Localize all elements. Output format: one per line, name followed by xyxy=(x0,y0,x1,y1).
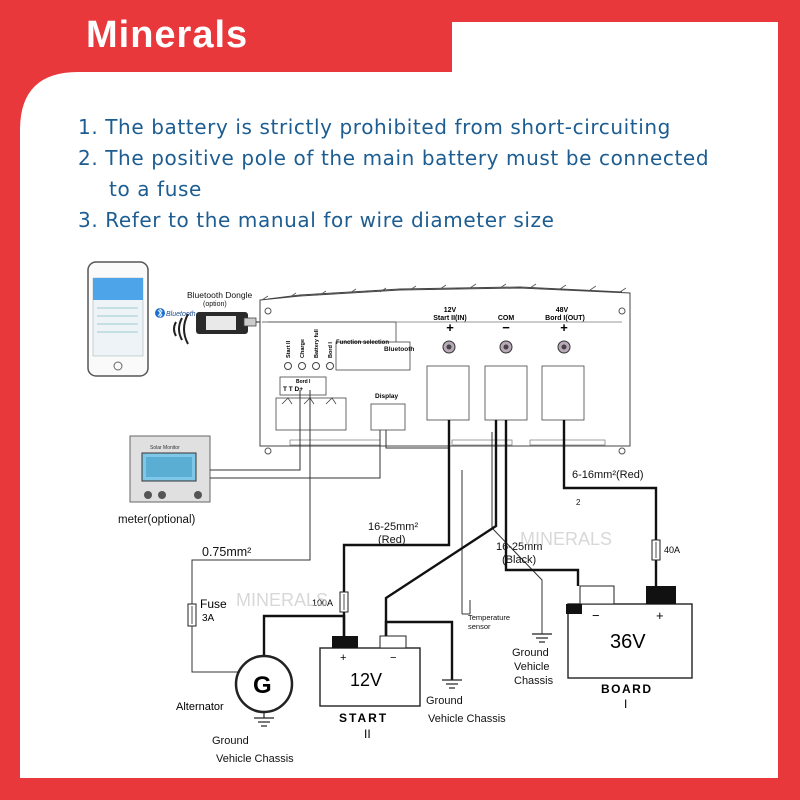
board-name: BOARD xyxy=(601,682,653,696)
small-fuse-label: Fuse xyxy=(200,597,227,611)
function-label: Function selection xyxy=(336,340,389,346)
watermark-2: MINERALS xyxy=(236,590,328,610)
ground-labels: Ground Vehicle Chassis Ground Vehicle Ch… xyxy=(212,647,554,765)
start-fuse-rating: 100A xyxy=(312,598,333,608)
term3-name: Bord I(OUT) xyxy=(545,315,585,322)
small-fuse-rating: 3A xyxy=(202,613,215,624)
brand-logo: Minerals xyxy=(86,14,249,56)
board-plus: + xyxy=(656,608,664,623)
board-fuse-rating: 40A xyxy=(664,545,680,555)
module-label: Bluetooth xyxy=(384,346,414,353)
connector-title: Bord I xyxy=(296,379,311,385)
bluetooth-dongle xyxy=(196,312,262,334)
temp-sensor-2: sensor xyxy=(468,622,491,631)
wireless-signal-icon xyxy=(173,313,189,345)
alt-ground-2: Vehicle Chassis xyxy=(216,753,294,765)
note-3: 3. Refer to the manual for wire diameter… xyxy=(78,208,555,232)
term2-name: COM xyxy=(498,315,515,322)
alternator-symbol: G xyxy=(234,654,294,718)
meter-screen-title: Solar Monitor xyxy=(150,445,180,451)
bluetooth-icon xyxy=(155,308,165,318)
signal-connector: Bord I T T D+ xyxy=(275,376,347,431)
start-ground-3: Vehicle Chassis xyxy=(428,713,506,725)
safety-notes: 1. The battery is strictly prohibited fr… xyxy=(78,112,778,236)
display-port xyxy=(370,403,406,431)
start-plus: + xyxy=(340,652,346,664)
alternator-g: G xyxy=(253,672,272,699)
term3-voltage: 48V xyxy=(556,307,569,314)
led-label-bord: Bord I xyxy=(328,342,334,358)
bluetooth-brand: Bluetooth xyxy=(166,311,196,318)
start-minus: − xyxy=(390,652,396,664)
black-wire-color: (Black) xyxy=(502,554,536,566)
term3-plus: + xyxy=(560,320,568,335)
term2-minus: − xyxy=(502,320,510,335)
signal-wire-label: 0.75mm² xyxy=(202,545,251,559)
note-2-continued: to a fuse xyxy=(109,177,202,201)
display-label: Display xyxy=(375,393,399,400)
alternator-label: Alternator xyxy=(176,701,224,713)
start-name: START xyxy=(339,711,388,725)
start-battery: + − 12V xyxy=(319,635,421,707)
wire-labels: 0.75mm² 16-25mm² (Red) 16-25mm (Black) 6… xyxy=(202,469,644,631)
board-numeral: I xyxy=(624,697,627,711)
dongle-sub: (option) xyxy=(203,301,227,308)
connector-pins: T T D+ xyxy=(283,386,303,393)
alt-ground-1: Ground xyxy=(212,735,249,747)
led-indicators: Start II Charge Battery full Bord I xyxy=(284,329,334,370)
board-ground-1: Ground xyxy=(512,647,549,659)
start-numeral: II xyxy=(364,727,371,741)
board-ground-3: Chassis xyxy=(514,675,554,687)
note-2: 2. The positive pole of the main battery… xyxy=(78,146,710,170)
black-wire-label: 16-25mm xyxy=(496,541,542,553)
term1-voltage: 12V xyxy=(444,307,457,314)
board-wire-num: 2 xyxy=(576,498,581,507)
board-battery: − + 36V xyxy=(566,585,693,679)
wires xyxy=(191,390,658,680)
led-label-start: Start II xyxy=(286,340,292,358)
smartphone-icon xyxy=(87,261,149,377)
board-minus: − xyxy=(592,608,600,623)
meter-label: meter(optional) xyxy=(118,514,196,526)
start-voltage: 12V xyxy=(350,670,382,690)
red-start-color: (Red) xyxy=(378,534,406,546)
terminal-bolts xyxy=(426,340,585,421)
red-start-label: 16-25mm² xyxy=(368,521,418,533)
dongle-label: Bluetooth Dongle xyxy=(187,290,252,300)
start-ground-2: Ground xyxy=(426,695,463,707)
term1-name: Start II(IN) xyxy=(433,315,466,322)
watermark-1: MINERALS xyxy=(520,529,612,549)
red-board-label: 6-16mm²(Red) xyxy=(572,469,644,481)
term1-plus: + xyxy=(446,320,454,335)
solar-monitor-meter: Solar Monitor xyxy=(129,435,211,503)
terminal-labels: 12V Start II(IN) + COM − 48V Bord I(OUT)… xyxy=(433,307,585,335)
note-1: 1. The battery is strictly prohibited fr… xyxy=(78,115,671,139)
led-label-charge: Charge xyxy=(300,339,306,358)
temp-sensor-1: Temperature xyxy=(468,613,510,622)
fuses: Fuse 3A 100A 40A xyxy=(187,539,680,627)
bluetooth-module xyxy=(335,341,411,371)
board-voltage: 36V xyxy=(610,631,646,653)
led-label-full: Battery full xyxy=(314,329,320,358)
ground-symbols xyxy=(254,633,552,727)
board-ground-2: Vehicle xyxy=(514,661,549,673)
